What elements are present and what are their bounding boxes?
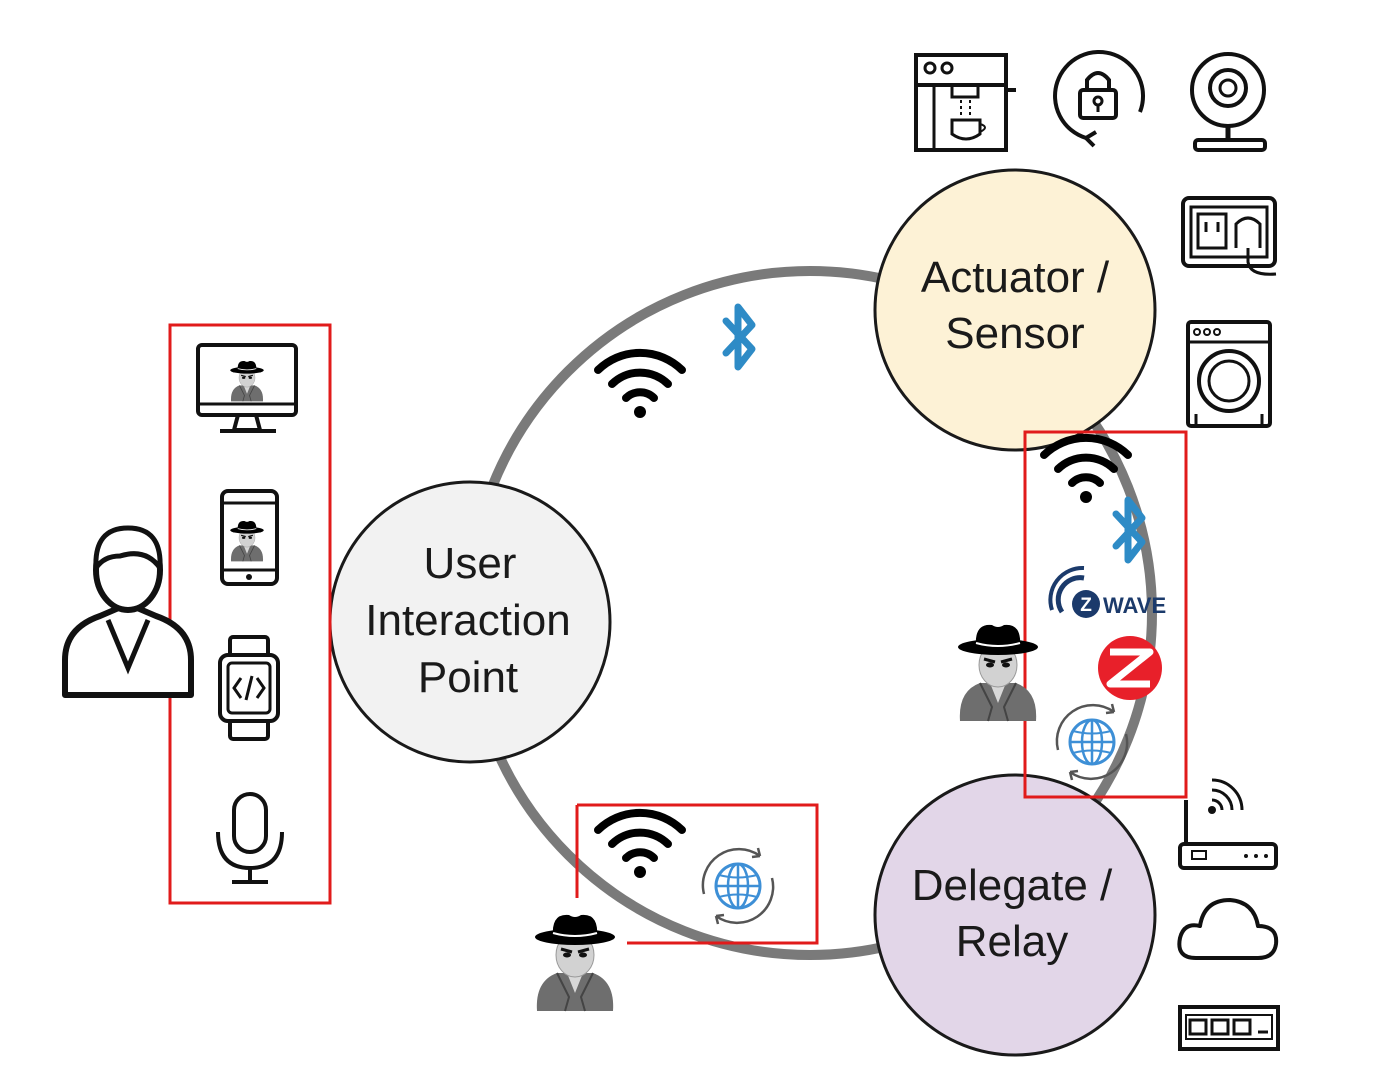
smart-lock-icon: [1053, 49, 1146, 148]
hacker-spy-icon: [533, 913, 617, 1013]
user-label-line2: Interaction: [365, 596, 570, 645]
zwave-icon: Z WAVE: [1048, 565, 1166, 618]
zwave-label: WAVE: [1103, 593, 1166, 618]
person-icon: [62, 525, 194, 698]
microphone-icon: [216, 792, 284, 884]
desktop-monitor-icon: [196, 343, 298, 433]
smartwatch-icon: [218, 635, 280, 741]
actuator-node-circle: [873, 168, 1157, 452]
wifi-icon: [598, 353, 682, 418]
zwave-z-letter: Z: [1080, 595, 1092, 616]
actuator-label-line1: Actuator /: [921, 253, 1110, 302]
power-outlet-icon: [1181, 196, 1277, 276]
internet-globe-icon: [701, 846, 775, 926]
wifi-router-icon: [1178, 778, 1278, 870]
user-label-line1: User: [424, 539, 517, 588]
attack-surface-box-devices: [168, 323, 332, 905]
bluetooth-icon: [726, 307, 752, 367]
coffee-machine-icon: [914, 53, 1016, 152]
washing-machine-icon: [1186, 320, 1272, 428]
user-interaction-node: User Interaction Point: [328, 480, 612, 764]
wifi-icon: [598, 813, 682, 878]
actuator-label-line2: Sensor: [945, 309, 1084, 358]
smartphone-icon: [220, 489, 279, 586]
webcam-icon: [1190, 52, 1267, 152]
user-label-line3: Point: [418, 653, 518, 702]
delegate-label-line1: Delegate /: [912, 861, 1113, 910]
delegate-label-line2: Relay: [956, 917, 1069, 966]
cloud-icon: [1177, 898, 1279, 960]
internet-globe-icon: [1055, 702, 1129, 782]
attack-surface-box-right: [1023, 430, 1188, 799]
network-switch-icon: [1178, 1005, 1280, 1051]
wifi-icon: [1044, 438, 1128, 503]
actuator-sensor-node: Actuator / Sensor: [873, 168, 1157, 452]
delegate-node-circle: [873, 773, 1157, 1057]
attack-surface-box-bottom: [575, 803, 819, 945]
zigbee-icon: [1098, 636, 1162, 700]
delegate-relay-node: Delegate / Relay: [873, 773, 1157, 1057]
